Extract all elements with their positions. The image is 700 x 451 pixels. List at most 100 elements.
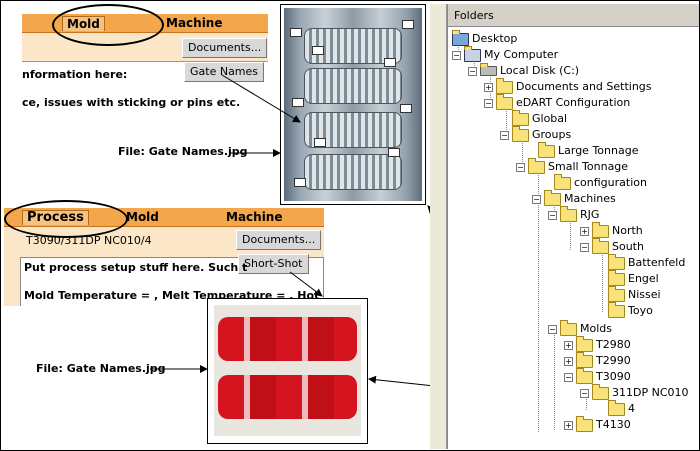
folder-icon: [528, 158, 545, 174]
documents-button[interactable]: Documents...: [182, 38, 268, 58]
folder-icon: [592, 238, 609, 254]
folder-tree: Folders Desktop − My Computer − Local Di…: [447, 4, 699, 449]
folder-icon: [608, 400, 625, 416]
desktop-icon: [452, 30, 469, 46]
folder-icon: [512, 110, 529, 126]
tree-item-label: My Computer: [484, 48, 559, 61]
collapse-icon[interactable]: −: [564, 373, 573, 382]
collapse-icon[interactable]: −: [580, 389, 589, 398]
tree-item-label: Small Tonnage: [548, 160, 629, 173]
process-tab-highlight: [4, 200, 128, 238]
tree-item-label: configuration: [574, 176, 647, 189]
documents-button-2[interactable]: Documents...: [236, 230, 322, 250]
collapse-icon[interactable]: −: [484, 99, 493, 108]
caption-top: File: Gate Names.jpg: [118, 145, 248, 158]
tree-item-label: Documents and Settings: [516, 80, 652, 93]
disk-icon: [480, 63, 497, 76]
expand-icon[interactable]: +: [484, 83, 493, 92]
short-shot-image: [207, 298, 368, 444]
arrow-short-shot-to-image: [289, 271, 323, 297]
computer-icon: [464, 46, 481, 62]
gate-label: [314, 138, 326, 147]
folder-icon: [576, 336, 593, 352]
tab-mold-2[interactable]: Mold: [126, 210, 159, 224]
tree-item-label: Engel: [628, 272, 659, 285]
folder-icon: [560, 320, 577, 336]
tree-item-label: South: [612, 240, 644, 253]
tab-machine-2[interactable]: Machine: [226, 210, 283, 224]
short-shot-button[interactable]: Short-Shot: [238, 254, 309, 274]
tree-item-label: Local Disk (C:): [500, 64, 580, 77]
gate-label: [402, 20, 414, 29]
tree-item-label: T2980: [596, 338, 631, 351]
arrow-gate-names-to-image: [221, 74, 301, 123]
folder-icon: [538, 142, 555, 158]
tree-line: [522, 138, 523, 170]
tree-item-label: Battenfeld: [628, 256, 686, 269]
collapse-icon[interactable]: −: [548, 211, 557, 220]
mold-panel-body: [22, 33, 268, 126]
folder-icon: [592, 222, 609, 238]
tree-line: [458, 40, 459, 54]
gate-label: [292, 98, 304, 107]
tree-item-label: T4130: [596, 418, 631, 431]
collapse-icon[interactable]: −: [500, 131, 509, 140]
gate-names-button[interactable]: Gate Names: [184, 62, 265, 82]
tree-item-label: T2990: [596, 354, 631, 367]
tree-line: [554, 330, 555, 430]
folder-icon: [576, 368, 593, 384]
gate-label: [290, 28, 302, 37]
tree-item-label: Machines: [564, 192, 616, 205]
folder-icon: [544, 190, 561, 206]
mold-cavity: [304, 68, 402, 104]
tree-item-label: Groups: [532, 128, 572, 141]
folder-icon: [496, 94, 513, 110]
short-shot-photo: [214, 305, 361, 436]
gate-label: [388, 148, 400, 157]
folder-icon: [576, 416, 593, 432]
gate-label: [384, 58, 396, 67]
tree-item-label: RJG: [580, 208, 600, 221]
tree-item-label: North: [612, 224, 643, 237]
mold-photo: [284, 8, 422, 201]
caption-bottom: File: Gate Names.jpg: [36, 362, 166, 375]
red-part: [218, 317, 357, 361]
tree-line: [506, 106, 507, 138]
folder-icon: [608, 286, 625, 302]
collapse-icon[interactable]: −: [468, 67, 477, 76]
folder-icon: [560, 206, 577, 222]
folder-icon: [512, 126, 529, 142]
tree-item-label: Molds: [580, 322, 612, 335]
collapse-icon[interactable]: −: [580, 243, 589, 252]
mold-issues-text: ce, issues with sticking or pins etc.: [22, 96, 241, 109]
expand-icon[interactable]: +: [580, 227, 589, 236]
folder-icon: [592, 384, 609, 400]
tab-machine[interactable]: Machine: [166, 16, 223, 30]
tree-header: Folders: [448, 4, 699, 27]
expand-icon[interactable]: +: [564, 357, 573, 366]
gate-label: [294, 178, 306, 187]
left-pane-scrollbar[interactable]: [430, 4, 447, 449]
mold-cavity: [304, 154, 402, 190]
tree-item-label: 4: [628, 402, 635, 415]
expand-icon[interactable]: +: [564, 341, 573, 350]
tree-item-label: Nissei: [628, 288, 661, 301]
process-setup-text: Put process setup stuff here. Such t: [24, 261, 248, 274]
mold-tab-highlight: [52, 4, 164, 46]
tree-item-label: T3090: [596, 370, 631, 383]
collapse-icon[interactable]: −: [548, 325, 557, 334]
tree-item-label: Global: [532, 112, 568, 125]
tree-line: [474, 58, 475, 72]
expand-icon[interactable]: +: [564, 421, 573, 430]
collapse-icon[interactable]: −: [516, 163, 525, 172]
folder-icon: [576, 352, 593, 368]
tree-line: [554, 202, 555, 216]
collapse-icon[interactable]: −: [532, 195, 541, 204]
tree-line: [538, 170, 539, 432]
gate-names-image: [280, 4, 426, 205]
tree-line: [586, 394, 587, 410]
folder-icon: [496, 78, 513, 94]
collapse-icon[interactable]: −: [452, 51, 461, 60]
mold-info-text: nformation here:: [22, 68, 128, 81]
red-part: [218, 375, 357, 419]
